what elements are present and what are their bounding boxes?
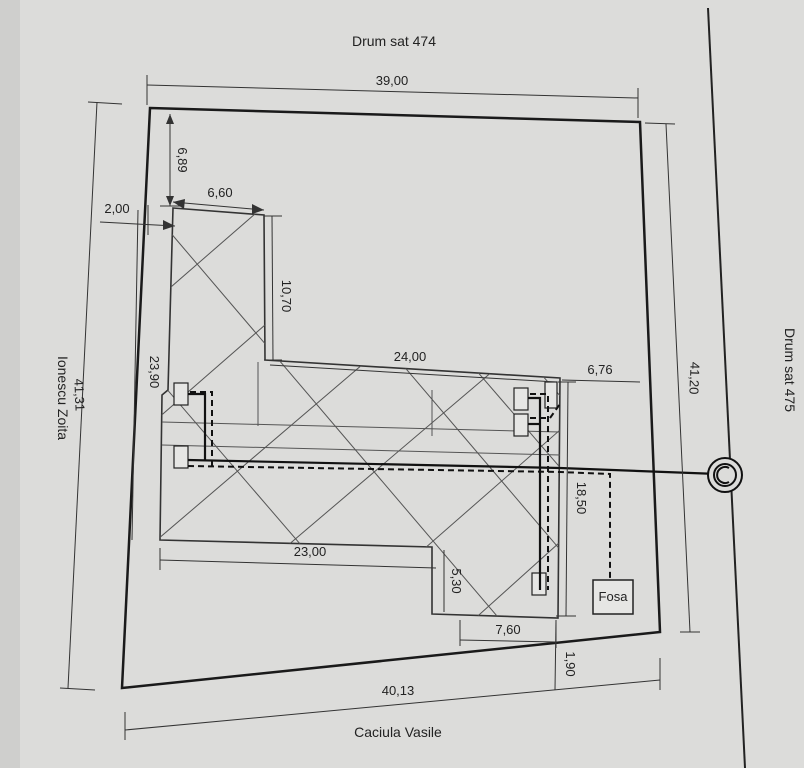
dim-wing-depth: 10,70 <box>279 280 294 313</box>
septic-tank <box>592 579 634 615</box>
dim-left-height: 41,31 <box>71 378 87 411</box>
water-supply-line <box>187 392 719 590</box>
neighbor-right-label: Drum sat 475 <box>782 328 798 412</box>
dim-setback-left: 2,00 <box>104 201 129 216</box>
neighbor-bottom-label: Caciula Vasile <box>354 724 442 740</box>
dim-setback-top: 6,89 <box>175 147 190 172</box>
septic-tank-label: Fosa <box>599 589 629 604</box>
dim-building-lower-length: 23,00 <box>294 544 327 559</box>
dim-step-height: 5,30 <box>449 568 464 593</box>
paper-edge-shadow <box>0 0 20 768</box>
dim-building-depth-left: 23,90 <box>147 356 162 389</box>
dim-building-depth-right: 18,50 <box>574 482 589 515</box>
road-line <box>707 7 746 768</box>
neighbor-top-label: Drum sat 474 <box>352 33 436 49</box>
dimension-lines <box>59 75 700 740</box>
dim-right-height: 41,20 <box>686 362 702 395</box>
dim-step-width: 7,60 <box>495 622 520 637</box>
sewer-line <box>187 391 611 590</box>
dim-top-width: 39,00 <box>376 73 409 88</box>
neighbor-left-label: Ionescu Zoita <box>55 356 71 440</box>
dim-setback-right: 6,76 <box>587 362 612 377</box>
dim-wing-width: 6,60 <box>207 185 232 200</box>
dim-setback-bottom: 1,90 <box>563 651 578 676</box>
dim-bottom-width: 40,13 <box>382 683 415 698</box>
dim-building-upper-length: 24,00 <box>394 349 427 364</box>
plot-boundary <box>120 106 662 690</box>
meter-connection-icon <box>707 457 743 493</box>
dimension-arrows <box>163 114 264 230</box>
